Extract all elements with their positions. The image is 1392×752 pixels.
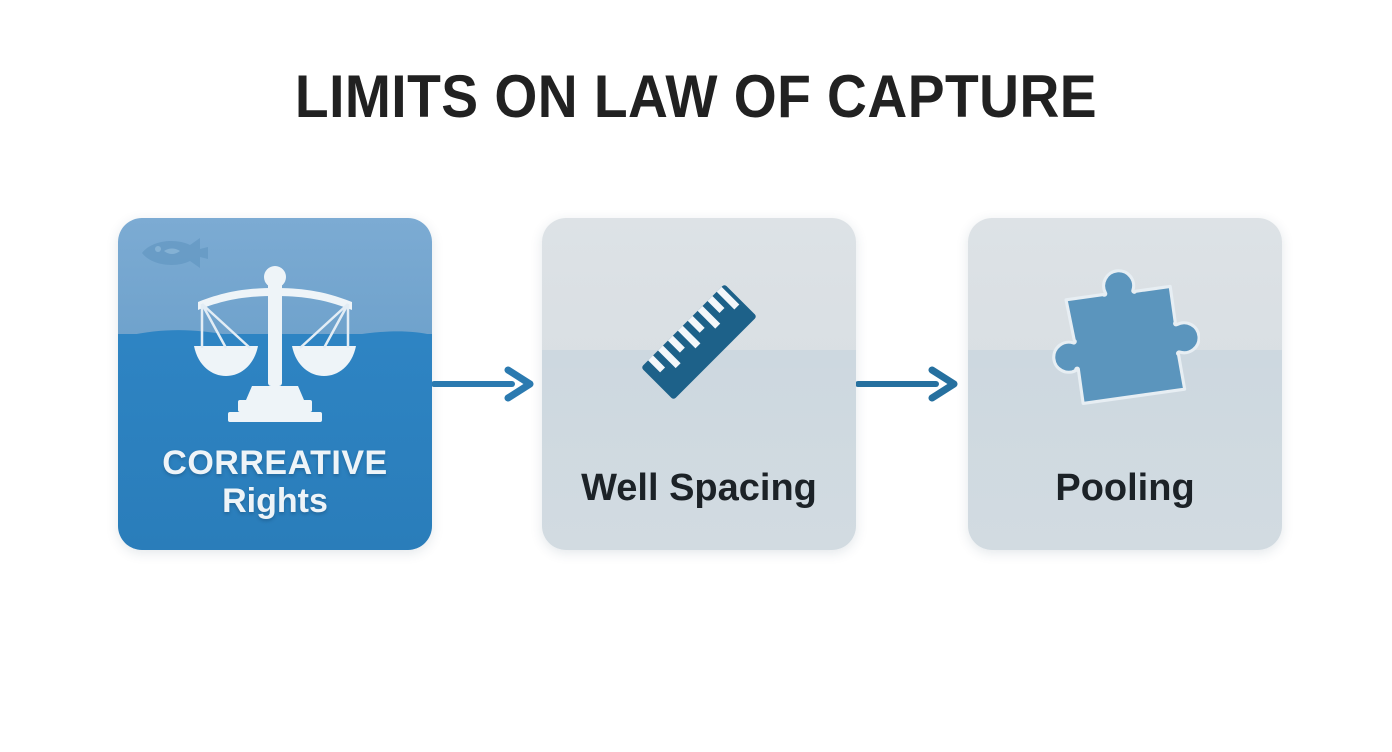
- card-label-line-1: CORREATIVE: [162, 443, 388, 482]
- card-label-pooling: Pooling: [968, 467, 1282, 510]
- page-title: LIMITS ON LAW OF CAPTURE: [294, 63, 1098, 130]
- arrow-right-icon-2: [856, 366, 958, 402]
- puzzle-piece-icon-wrap: [968, 262, 1282, 422]
- balance-scale-icon-wrap: [118, 262, 432, 422]
- card-well-spacing[interactable]: Well Spacing: [542, 218, 856, 550]
- card-correative-rights[interactable]: CORREATIVE Rights: [118, 218, 432, 550]
- flow-diagram: CORREATIVE Rights: [118, 218, 1282, 550]
- card-label-correative-rights: CORREATIVE Rights: [118, 444, 432, 520]
- fish-icon: [142, 238, 208, 268]
- card-background-bottom: [542, 350, 856, 550]
- puzzle-piece-icon: [1052, 269, 1200, 405]
- card-pooling[interactable]: Pooling: [968, 218, 1282, 550]
- ruler-icon: [642, 285, 756, 399]
- card-label-well-spacing: Well Spacing: [542, 467, 856, 510]
- ruler-icon-wrap: [542, 262, 856, 422]
- arrow-right-icon-1: [432, 366, 534, 402]
- card-label-text: Pooling: [1055, 467, 1195, 510]
- balance-scale-icon: [194, 266, 356, 422]
- card-label-line-2: Rights: [222, 481, 328, 520]
- card-label-text: Well Spacing: [581, 467, 817, 510]
- water-line-divider: [118, 330, 432, 348]
